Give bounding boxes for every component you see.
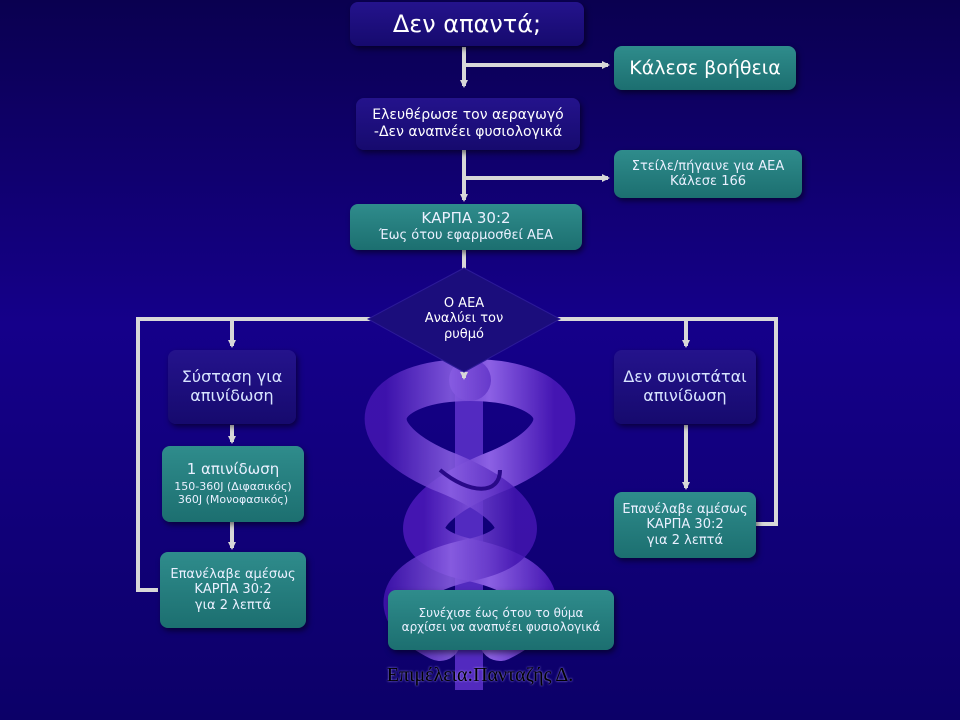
aed-analyses-line-1: Ο ΑΕΑ	[443, 296, 485, 311]
resume-cpr-left-box: Επανέλαβε αμέσως ΚΑΡΠΑ 30:2 για 2 λεπτά	[160, 552, 306, 628]
cpr-until-aed-box: ΚΑΡΠΑ 30:2 Έως ότου εφαρμοσθεί ΑΕΑ	[350, 204, 582, 250]
continue-line-2: αρχίσει να αναπνέει φυσιολογικά	[401, 620, 601, 634]
continue-until-breathing-box: Συνέχισε έως ότου το θύμα αρχίσει να ανα…	[388, 590, 614, 650]
resume-left-line-3: για 2 λεπτά	[194, 597, 272, 613]
aed-analyses-line-3: ρυθμό	[444, 326, 484, 342]
resume-right-line-3: για 2 λεπτά	[646, 532, 724, 548]
one-shock-heading: 1 απινίδωση	[186, 460, 280, 479]
aed-analyses-line-2: Αναλύει τον	[424, 311, 504, 327]
resume-left-line-2: ΚΑΡΠΑ 30:2	[194, 582, 272, 598]
resume-cpr-right-box: Επανέλαβε αμέσως ΚΑΡΠΑ 30:2 για 2 λεπτά	[614, 492, 756, 558]
call-help-box: Κάλεσε βοήθεια	[614, 46, 796, 90]
open-airway-line-2: -Δεν αναπνέει φυσιολογικά	[373, 124, 563, 140]
cpr-until-aed-line-2: Έως ότου εφαρμοσθεί ΑΕΑ	[378, 228, 554, 244]
send-aed-box: Στείλε/πήγαινε για ΑΕΑ Κάλεσε 166	[614, 150, 802, 198]
aed-analyses-diamond	[366, 267, 562, 373]
send-aed-line-2: Κάλεσε 166	[669, 174, 747, 189]
no-shock-box: Δεν συνιστάται απινίδωση	[614, 350, 756, 424]
send-aed-line-1: Στείλε/πήγαινε για ΑΕΑ	[631, 158, 785, 174]
one-shock-line-1: 150-360J (Διφασικός)	[174, 479, 292, 493]
unresponsive-title-box: Δεν απαντά;	[350, 2, 584, 46]
shock-advised-line-2: απινίδωση	[190, 386, 274, 405]
unresponsive-title: Δεν απαντά;	[392, 9, 542, 38]
shock-advised-box: Σύσταση για απινίδωση	[168, 350, 296, 424]
open-airway-line-1: Ελευθέρωσε τον αεραγωγό	[372, 107, 564, 124]
credit-text: Επιμέλεια:Πανταζής Δ.	[386, 664, 574, 686]
one-shock-box: 1 απινίδωση 150-360J (Διφασικός) 360J (Μ…	[162, 446, 304, 522]
call-help-label: Κάλεσε βοήθεια	[629, 56, 781, 79]
no-shock-line-1: Δεν συνιστάται	[623, 367, 747, 387]
resume-left-line-1: Επανέλαβε αμέσως	[170, 567, 296, 582]
no-shock-line-2: απινίδωση	[643, 386, 727, 405]
one-shock-line-2: 360J (Μονοφασικός)	[177, 492, 289, 506]
aed-analyses-text: Ο ΑΕΑ Αναλύει τον ρυθμό	[404, 288, 524, 350]
cpr-until-aed-line-1: ΚΑΡΠΑ 30:2	[421, 209, 511, 228]
resume-right-line-1: Επανέλαβε αμέσως	[622, 502, 748, 517]
resume-right-line-2: ΚΑΡΠΑ 30:2	[646, 517, 724, 533]
shock-advised-line-1: Σύσταση για	[181, 367, 283, 387]
continue-line-1: Συνέχισε έως ότου το θύμα	[418, 605, 584, 620]
open-airway-box: Ελευθέρωσε τον αεραγωγό -Δεν αναπνέει φυ…	[356, 98, 580, 150]
